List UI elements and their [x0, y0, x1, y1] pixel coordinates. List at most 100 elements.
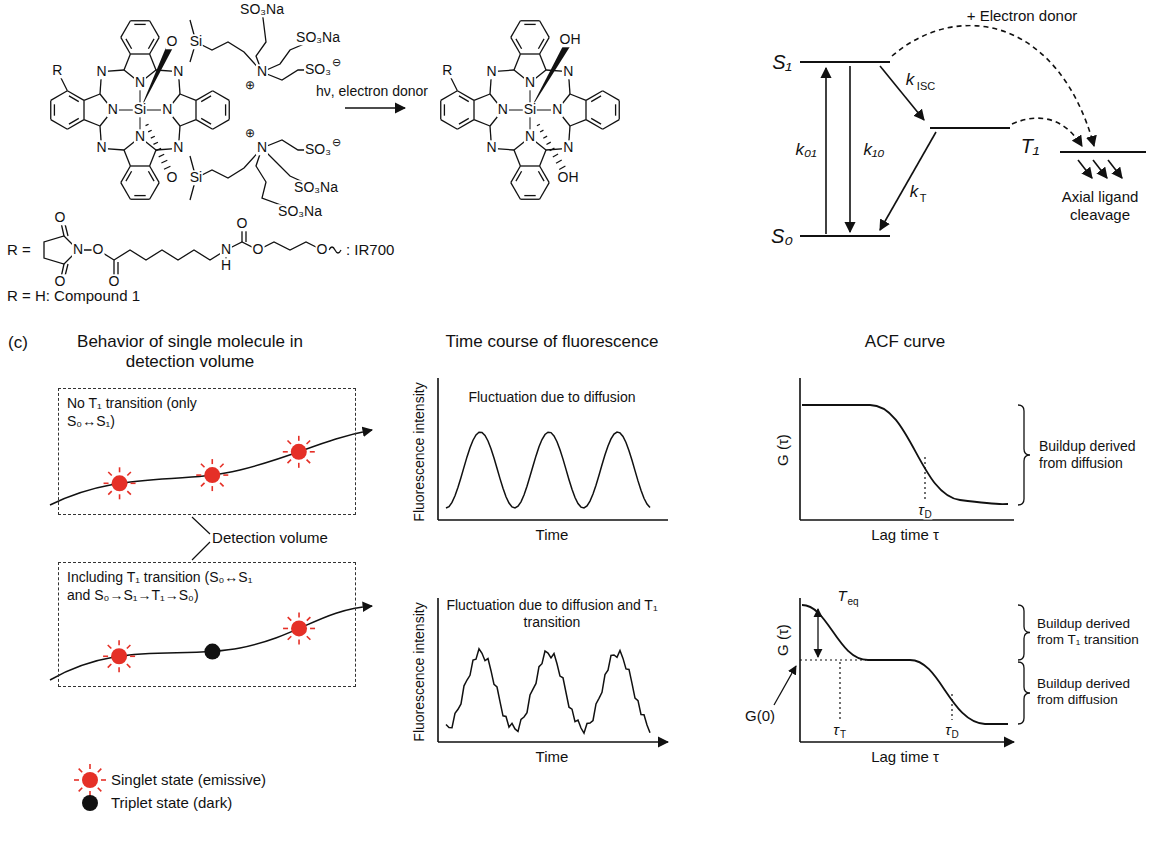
phthalocyanine-core — [126, 171, 132, 181]
phthalocyanine-core — [540, 21, 550, 38]
phthalocyanine-core — [130, 165, 149, 166]
phthalocyanine-core — [514, 54, 520, 70]
state-marker — [283, 628, 288, 630]
plot-label: Fluctuation due to diffusion — [467, 390, 636, 405]
atom-label: N — [562, 64, 574, 79]
energy-label: k — [905, 71, 916, 90]
atom-label: Si — [523, 102, 537, 117]
state-marker — [307, 636, 311, 640]
ir700-linker — [114, 242, 322, 260]
state-marker — [291, 620, 307, 636]
phthalocyanine-core — [161, 160, 167, 163]
state-marker — [108, 645, 112, 649]
trajectory — [192, 517, 210, 560]
phthalocyanine-core — [84, 94, 100, 100]
ir700-linker — [44, 218, 341, 282]
atom-label: N — [220, 242, 232, 257]
fluorescence-trace — [446, 649, 650, 733]
phthalocyanine-core — [550, 148, 555, 151]
phthalocyanine-core — [440, 100, 441, 119]
phthalocyanine-core — [524, 195, 535, 196]
state-marker — [108, 664, 112, 668]
state-marker — [204, 467, 220, 483]
phthalocyanine-core — [559, 166, 565, 169]
state-marker — [130, 655, 135, 657]
atom-label: Si — [133, 102, 147, 117]
brace — [1018, 605, 1030, 660]
state-marker — [98, 788, 102, 792]
energy-diagram — [880, 132, 936, 230]
annotation-arrow — [774, 666, 796, 705]
atom-label: SO₃Na — [277, 204, 323, 219]
atom-label: ⊕ — [244, 127, 256, 140]
state-marker — [307, 617, 311, 621]
atom-label: O — [92, 242, 105, 257]
atom-label: N — [134, 75, 146, 90]
state-marker — [211, 459, 213, 464]
state-marker — [201, 464, 205, 468]
phthalocyanine-core — [67, 120, 84, 130]
legend-swatch — [82, 795, 98, 811]
plot-label: Detection volume — [211, 530, 329, 547]
state-marker — [211, 486, 213, 491]
plot-label: Buildup derived from T₁ transition — [1036, 616, 1152, 648]
state-marker — [98, 769, 102, 773]
phthalocyanine-core — [553, 154, 558, 157]
atom-label: R — [51, 63, 63, 78]
phthalocyanine-core — [130, 199, 149, 200]
energy-diagram — [880, 66, 924, 120]
state-marker — [196, 474, 201, 476]
box-text: No T₁ transition (only S₀↔S₁) — [67, 395, 207, 430]
plot-axes — [438, 378, 668, 742]
energy-label: T — [919, 192, 928, 204]
atom-label: SO₃ — [304, 62, 332, 77]
plot-label: G (τ) — [775, 433, 792, 467]
phthalocyanine-core — [444, 104, 445, 115]
phthalocyanine-core — [511, 21, 521, 38]
phthalocyanine-core — [180, 120, 196, 126]
phthalocyanine-core — [585, 100, 586, 119]
state-marker — [118, 667, 120, 672]
phthalocyanine-core — [126, 39, 132, 49]
phthalocyanine-core — [69, 118, 79, 124]
plot-label: Fluorescence intensity — [412, 601, 427, 742]
state-marker — [103, 655, 108, 657]
state-marker — [220, 464, 224, 468]
phthalocyanine-core — [121, 166, 131, 183]
energy-diagram — [825, 68, 827, 234]
state-marker — [112, 475, 128, 491]
energy-label: S₀ — [770, 225, 794, 247]
atom-label: O — [252, 242, 265, 257]
phthalocyanine-core — [225, 104, 226, 115]
state-marker — [111, 648, 127, 664]
phthalocyanine-core — [124, 150, 130, 166]
atom-label: O — [316, 242, 329, 257]
phthalocyanine-core — [213, 120, 230, 130]
phthalocyanine-core — [213, 91, 230, 101]
phthalocyanine-core — [150, 54, 156, 70]
phthalocyanine-core — [50, 100, 51, 119]
phthalocyanine-core — [134, 24, 145, 25]
phthalocyanine-core — [540, 166, 550, 183]
phthalocyanine-core — [516, 171, 522, 181]
phthalocyanine-core — [134, 195, 145, 196]
phthalocyanine-core — [84, 120, 100, 126]
plot-label: Lag time τ — [870, 749, 940, 766]
atom-label: N — [172, 64, 184, 79]
legend-swatch — [82, 772, 98, 788]
legend-text: Singlet state (emissive) — [110, 772, 267, 789]
state-marker — [298, 436, 300, 441]
phthalocyanine-core — [520, 53, 539, 54]
state-marker — [108, 491, 112, 495]
plot-label: ACF curve — [864, 333, 946, 352]
fluorescence-trace — [446, 432, 650, 733]
phthalocyanine-core — [586, 91, 603, 101]
plot-label: Buildup derived from diffusion — [1038, 438, 1150, 472]
state-marker — [204, 644, 220, 660]
phthalocyanine-core — [473, 100, 474, 119]
state-marker — [127, 491, 131, 495]
atom-label: O — [54, 210, 67, 225]
phthalocyanine-core — [196, 91, 213, 101]
phthalocyanine-core — [591, 96, 601, 102]
phthalocyanine-core — [130, 53, 149, 54]
